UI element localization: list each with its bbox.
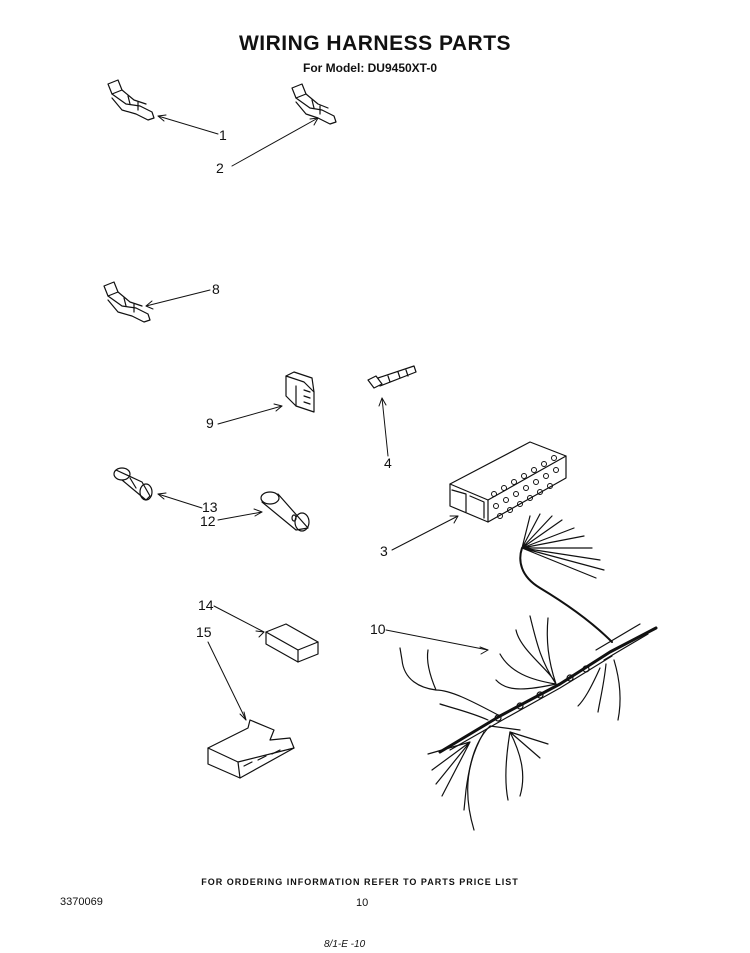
bolt-part-4 — [367, 365, 417, 389]
document-number: 3370069 — [60, 896, 103, 908]
housing-part-15 — [207, 719, 295, 779]
sleeve-part-12 — [260, 491, 310, 532]
terminal-part-8 — [103, 281, 151, 323]
connector-part-9 — [285, 371, 315, 413]
callout-2: 2 — [216, 160, 224, 176]
terminal-part-2 — [291, 83, 337, 125]
terminal-block-part-3 — [449, 441, 567, 523]
terminal-part-1 — [107, 79, 155, 121]
callout-12: 12 — [200, 513, 216, 529]
ordering-note: FOR ORDERING INFORMATION REFER TO PARTS … — [201, 877, 519, 887]
callout-9: 9 — [206, 415, 214, 431]
bushing-part-13 — [113, 467, 153, 501]
callout-4: 4 — [384, 455, 392, 471]
callout-15: 15 — [196, 624, 212, 640]
callout-labels: 1 2 8 9 4 13 12 3 14 15 10 — [196, 127, 392, 640]
callout-3: 3 — [380, 543, 388, 559]
callout-14: 14 — [198, 597, 214, 613]
wiring-harness-part-10 — [399, 513, 658, 831]
leader-lines — [145, 114, 489, 721]
clip-part-14 — [265, 623, 319, 663]
callout-10: 10 — [370, 621, 386, 637]
callout-8: 8 — [212, 281, 220, 297]
callout-13: 13 — [202, 499, 218, 515]
handwritten-note: 8/1-E -10 — [324, 939, 366, 950]
page-title: WIRING HARNESS PARTS — [238, 32, 512, 55]
callout-1: 1 — [219, 127, 227, 143]
model-subtitle: For Model: DU9450XT-0 — [302, 61, 438, 75]
page-number: 10 — [356, 897, 369, 909]
